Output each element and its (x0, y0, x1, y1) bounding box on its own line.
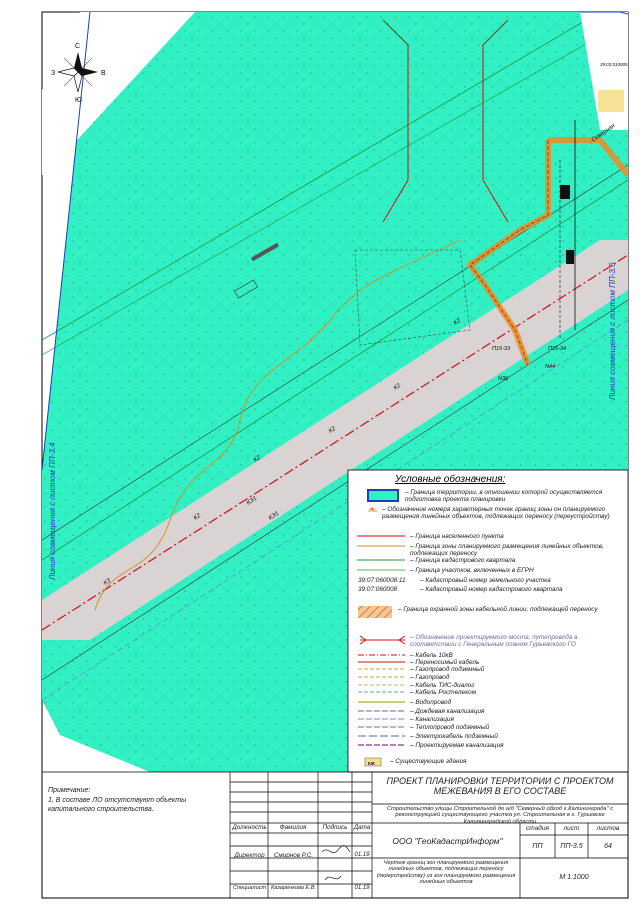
legend-box (347, 469, 629, 773)
legend-item: – Кабель ТИС-диалог (410, 682, 475, 689)
project-title: ПРОЕКТ ПЛАНИРОВКИ ТЕРРИТОРИИ С ПРОЕКТОМ … (386, 776, 614, 796)
legend-item: – Газопровод подземный (410, 666, 485, 673)
scale: М 1:1000 (559, 874, 589, 881)
tb-row-name: Смирнов Р.С. (273, 852, 314, 859)
legend-item: – Водопровод (410, 699, 452, 706)
tb-header-position: Должность (232, 824, 267, 831)
cable-label: К2 (393, 383, 403, 392)
tb-header-date: Дата (353, 824, 371, 831)
cable-label: КЭ1 (268, 511, 280, 522)
signature-specialist (324, 875, 342, 881)
legend-item: – Граница участков, включенных в ЕГРН (410, 567, 534, 574)
legend-item: – Граница охранной зоны кабельной линии,… (398, 606, 598, 613)
object-name: Строительство улицы Строительной до а/д … (386, 806, 614, 825)
legend-item: – Кадастровый номер земельного участка (420, 577, 551, 584)
legend-item: – Граница зоны планируемого размещения л… (410, 543, 604, 557)
legend-item: – Кабель 10кВ (410, 652, 453, 659)
company-name: ООО "ГеоКадастрИнформ" (392, 836, 503, 846)
stage-value: ПП (532, 843, 543, 850)
legend-item: – Электрокабель подземный (410, 733, 498, 740)
match-line-right: Линия совмещения с листом ПП-3.6 (608, 262, 617, 400)
legend-item: – Граница населенного пункта (410, 533, 504, 540)
cable-label: КЭ1 (246, 496, 258, 507)
legend-parcel-example: 39:07:060008:11 (358, 577, 406, 584)
legend-item: – Дождевая канализация (410, 708, 485, 715)
legend-item: – Проектируемая канализация (410, 742, 504, 749)
compass: С Ю З В (51, 43, 106, 104)
tb-row-name: Казаренкова Е.В. (270, 885, 317, 891)
sheets-value: 64 (604, 843, 612, 850)
tb-header-signature: Подпись (322, 824, 348, 831)
legend-item: – Обозначение номера характерных точек г… (382, 506, 610, 520)
legend-item: – Кабель Ростелеком (410, 689, 477, 696)
notes-title: Примечание: (48, 787, 91, 794)
cable-label: К2 (193, 513, 203, 522)
legend-item: – Переносимый кабель (410, 659, 480, 666)
compass-south: Ю (75, 97, 82, 104)
road-strip (42, 240, 628, 640)
compass-north: С (75, 43, 80, 50)
legend-quarter-example: 39:07:060008 (358, 586, 398, 593)
point-label: П15-34 (548, 346, 566, 352)
compass-west: З (51, 70, 55, 77)
legend-item: – Канализация (410, 716, 454, 723)
tb-row-date: 01.19 (354, 885, 370, 891)
col-sheet: лист (563, 825, 580, 832)
legend-title: Условные обозначения: (395, 474, 506, 485)
legend-point-label: 1.16 (368, 508, 377, 513)
tb-row-date: 01.19 (354, 852, 370, 858)
cable-label: К2 (453, 318, 463, 327)
col-sheets: листов (596, 825, 620, 832)
match-line-left: Линия совмещения с листом ПП-3.4 (48, 442, 57, 580)
legend-item: – Теплопровод подземный (410, 724, 490, 731)
cable-label: К2 (253, 455, 263, 464)
drawing-name: Чертеж границ зон планируемого размещени… (376, 860, 516, 886)
point-label: П15-33 (492, 346, 511, 352)
cadastre-top-label: 39:03:010005: (600, 62, 630, 67)
notes-text: 1. В составе ЛО отсутствуют объекты капи… (48, 797, 187, 813)
point-label: N39 (498, 376, 508, 382)
title-block-grid (42, 771, 628, 898)
signature-director (321, 845, 351, 854)
legend-item: – Газопровод (410, 674, 450, 681)
building-symbol: КЖ (368, 761, 376, 766)
legend-symbols (357, 489, 406, 767)
sheet-value: ПП-3.5 (560, 843, 583, 850)
tb-row-position: Специалист (232, 885, 267, 891)
point-label: N44 (545, 364, 555, 370)
cable-label: К3 (103, 578, 113, 587)
legend-item: – Кадастровый номер кадастрового квартал… (420, 586, 563, 593)
building-marker (566, 250, 574, 264)
tb-header-name: Фамилия (279, 824, 307, 831)
legend-item: – Граница территории, в отношении которо… (405, 489, 603, 503)
building-marker (560, 185, 570, 199)
cable-label: К2 (328, 426, 338, 435)
legend-item: – Обозначение проектируемого моста, путе… (410, 634, 578, 648)
tb-row-position: Директор (234, 852, 265, 859)
legend-item: – Граница кадастрового квартала (410, 557, 516, 564)
col-stage: стадия (526, 825, 549, 832)
legend-item: – Существующие здания (390, 758, 467, 765)
compass-east: В (101, 70, 106, 77)
